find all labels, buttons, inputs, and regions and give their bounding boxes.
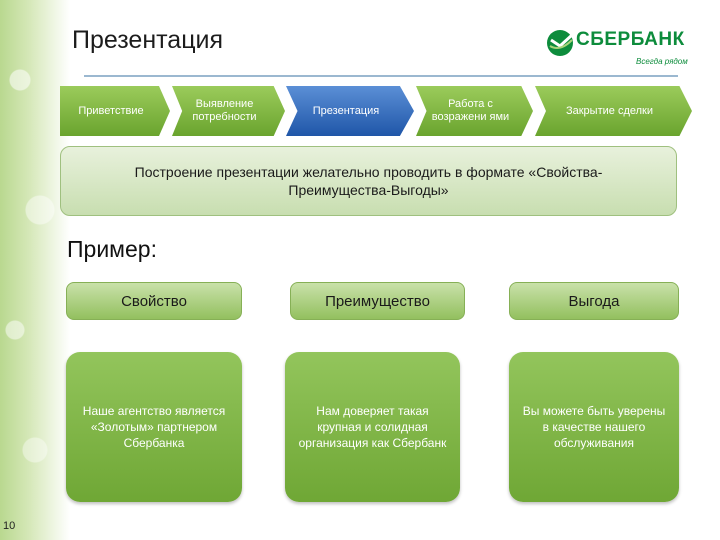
step-label: Закрытие сделки <box>565 104 653 117</box>
card-advantage: Нам доверяет такая крупная и солидная ор… <box>285 352 460 502</box>
step-presentation: Презентация <box>286 86 414 136</box>
logo-tagline: Всегда рядом <box>636 57 688 66</box>
card-text: Наше агентство является «Золотым» партне… <box>82 404 226 450</box>
step-label: Работа с возражени ями <box>431 98 510 123</box>
card-property: Наше агентство является «Золотым» партне… <box>66 352 242 502</box>
page-number: 10 <box>3 520 16 532</box>
example-title: Пример: <box>67 236 157 262</box>
card-text: Вы можете быть уверены в качестве нашего… <box>522 404 666 450</box>
column-header-benefit: Выгода <box>509 282 679 320</box>
column-header-property: Свойство <box>66 282 242 320</box>
step-label: Выявление потребности <box>192 98 257 123</box>
sberbank-logo-icon <box>547 30 574 56</box>
method-info-text: Построение презентации желательно провод… <box>134 164 603 198</box>
logo-wordmark: СБЕРБАНК <box>576 29 685 50</box>
step-label: Приветствие <box>78 104 144 117</box>
card-benefit: Вы можете быть уверены в качестве нашего… <box>509 352 679 502</box>
step-label: Презентация <box>312 104 380 117</box>
step-needs-discovery: Выявление потребности <box>172 86 285 136</box>
method-info-box: Построение презентации желательно провод… <box>60 146 677 216</box>
decorative-side-background <box>0 0 70 540</box>
process-steps: Приветствие Выявление потребности Презен… <box>60 86 700 136</box>
title-divider <box>84 75 678 77</box>
step-objection-handling: Работа с возражени ями <box>416 86 533 136</box>
step-greeting: Приветствие <box>60 86 170 136</box>
step-closing: Закрытие сделки <box>535 86 692 136</box>
column-header-advantage: Преимущество <box>290 282 465 320</box>
card-text: Нам доверяет такая крупная и солидная ор… <box>298 404 447 450</box>
slide-title: Презентация <box>72 26 224 54</box>
